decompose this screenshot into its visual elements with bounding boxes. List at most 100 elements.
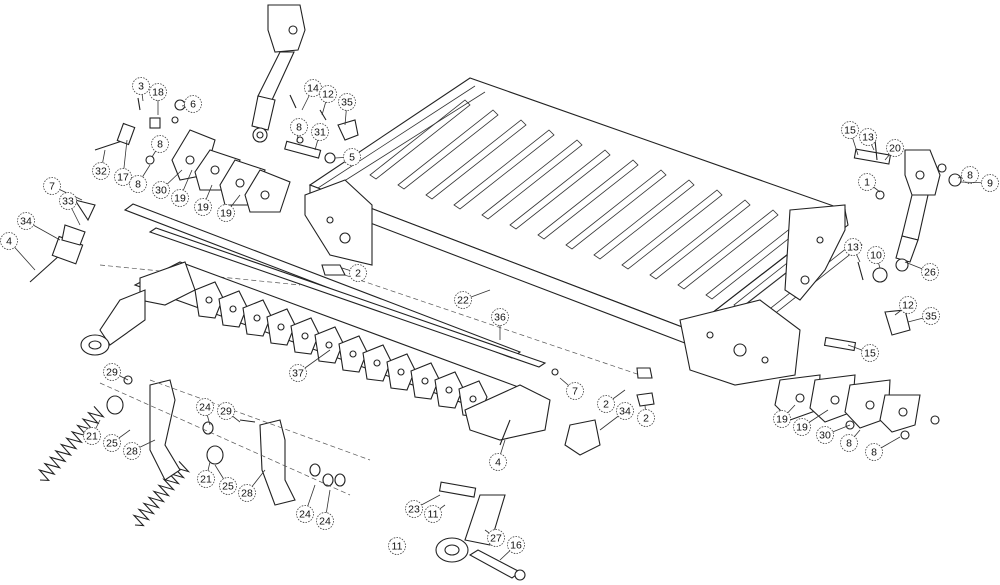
callout-label: 16: [510, 540, 522, 552]
callout-label: 21: [86, 431, 98, 443]
callout-bubble: [311, 123, 329, 141]
callout-29a: 29: [103, 363, 129, 381]
callout-label: 5: [349, 152, 355, 164]
callout-label: 29: [106, 367, 118, 379]
callout-label: 19: [220, 208, 232, 220]
callout-label: 25: [222, 481, 234, 493]
callout-bubble: [114, 168, 132, 186]
callout-bubble: [424, 505, 442, 523]
callout-8b: 8: [129, 164, 151, 193]
callout-35a: 35: [338, 93, 356, 126]
callout-bubble: [388, 537, 406, 555]
callout-label: 17: [117, 172, 129, 184]
callout-bubble: [867, 246, 885, 264]
callout-label: 19: [174, 193, 186, 205]
callout-35b: 35: [907, 307, 940, 325]
tine-frame: [304, 77, 863, 386]
callout-22: 22: [454, 289, 491, 309]
callout-6: 6: [181, 95, 202, 113]
callout-bubble: [922, 307, 940, 325]
callout-bubble: [338, 93, 356, 111]
callout-2a: 2: [341, 264, 367, 282]
callout-3a: 3: [132, 77, 150, 102]
callout-label: 4: [6, 236, 12, 248]
callout-29b: 29: [217, 402, 241, 423]
callout-label: 30: [819, 430, 831, 442]
callout-bubble: [793, 418, 811, 436]
callout-label: 35: [925, 311, 937, 323]
cylinders: [80, 4, 941, 581]
callout-36: 36: [491, 308, 509, 340]
callout-30b: 30: [816, 424, 851, 444]
callout-13a: 13: [859, 128, 877, 151]
callout-label: 12: [322, 89, 334, 101]
callout-bubble: [491, 308, 509, 326]
callout-18: 18: [149, 83, 167, 115]
callout-bubble: [92, 162, 110, 180]
callout-label: 24: [319, 516, 331, 528]
callout-label: 21: [200, 474, 212, 486]
callout-label: 13: [862, 132, 874, 144]
callout-label: 2: [603, 399, 609, 411]
callout-8d: 8: [957, 166, 979, 184]
callout-bubble: [217, 402, 235, 420]
callout-label: 26: [924, 267, 936, 279]
callout-bubble: [343, 148, 361, 166]
left-cam-plates: [171, 129, 291, 213]
callout-label: 25: [106, 438, 118, 450]
callout-label: 8: [967, 170, 973, 182]
callout-bubble: [921, 263, 939, 281]
callout-21b: 21: [197, 461, 215, 488]
callout-bubble: [219, 477, 237, 495]
callout-bubble: [103, 363, 121, 381]
callout-bubble: [840, 434, 858, 452]
callout-bubble: [637, 409, 655, 427]
callout-label: 30: [155, 185, 167, 197]
callout-31: 31: [311, 123, 329, 151]
callout-label: 8: [846, 438, 852, 450]
callout-label: 10: [870, 250, 882, 262]
callout-label: 33: [62, 196, 74, 208]
callout-bubble: [151, 135, 169, 153]
callout-label: 8: [296, 122, 302, 134]
callout-21a: 21: [83, 419, 101, 445]
callout-label: 12: [902, 300, 914, 312]
cam-bar: [133, 261, 551, 441]
callout-label: 32: [95, 166, 107, 178]
callout-32: 32: [92, 149, 110, 180]
callout-2b: 2: [597, 389, 626, 413]
callout-bubble: [43, 177, 61, 195]
callout-33: 33: [59, 192, 81, 226]
callout-15a: 15: [841, 121, 859, 156]
callout-label: 24: [199, 402, 211, 414]
callout-label: 7: [572, 386, 578, 398]
callout-label: 18: [152, 87, 164, 99]
callout-19b: 19: [194, 184, 213, 216]
callout-label: 11: [428, 509, 439, 521]
callout-7b: 7: [559, 377, 584, 400]
callout-12a: 12: [319, 85, 337, 116]
callout-bubble: [861, 344, 879, 362]
callout-label: 34: [619, 406, 631, 418]
callout-15b: 15: [847, 344, 879, 362]
springs-and-brackets: [37, 379, 371, 527]
callout-8c: 8: [290, 118, 308, 143]
callout-2c: 2: [637, 404, 655, 427]
callout-bubble: [841, 121, 859, 139]
callout-bubble: [290, 118, 308, 136]
callout-34a: 34: [17, 212, 61, 241]
callout-11b: 11: [388, 537, 406, 555]
callout-30a: 30: [152, 169, 183, 199]
callout-label: 4: [495, 457, 501, 469]
callout-label: 29: [220, 406, 232, 418]
callout-8a: 8: [151, 135, 169, 158]
callout-bubble: [844, 238, 862, 256]
callout-label: 19: [197, 202, 209, 214]
callout-label: 27: [490, 533, 502, 545]
callout-13b: 13: [844, 238, 862, 263]
callout-4b: 4: [489, 439, 507, 471]
callout-bubble: [289, 364, 307, 382]
callout-bubble: [816, 426, 834, 444]
callout-label: 7: [49, 181, 55, 193]
callout-24b: 24: [296, 484, 316, 523]
